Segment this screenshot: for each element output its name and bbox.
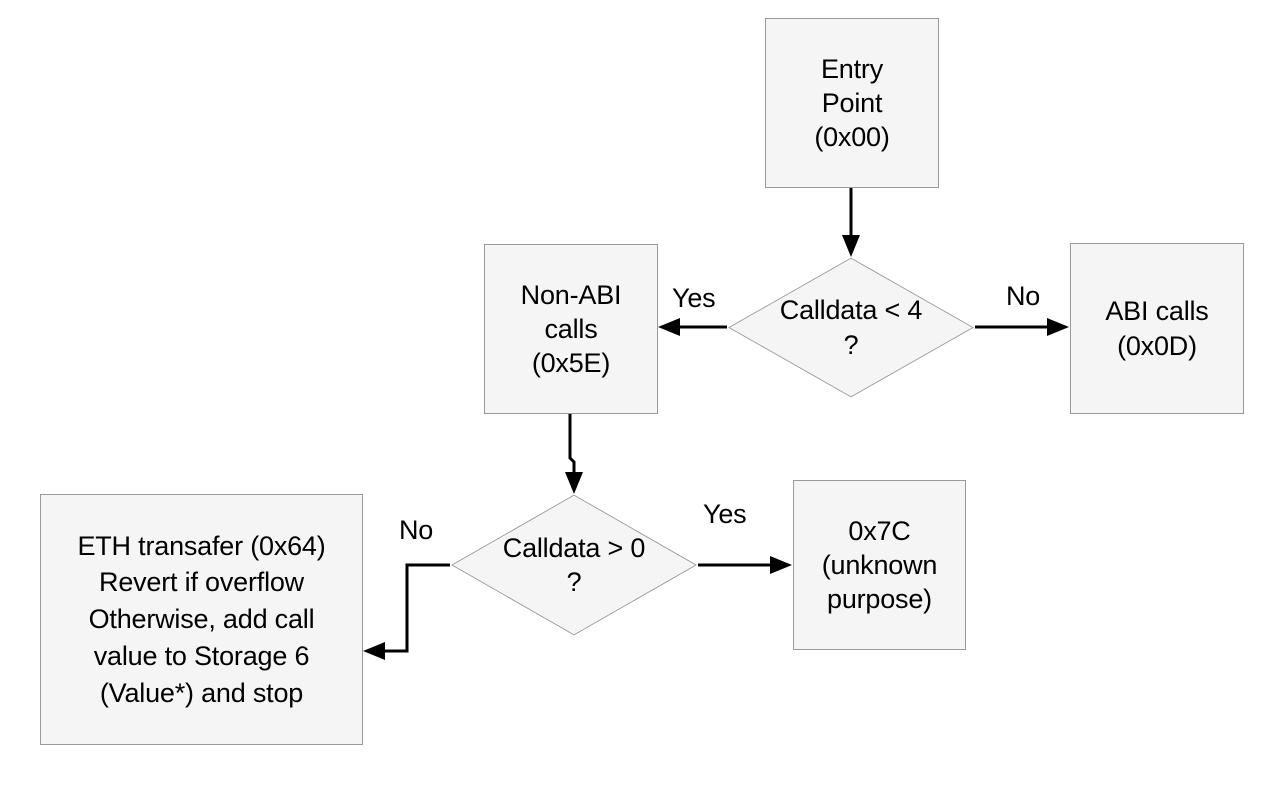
node-calldata-gt-0-label: Calldata > 0 ? (502, 532, 646, 597)
arrowhead-calldata_gt_0-yes-unknown_7c (770, 556, 792, 574)
edge-non_abi-to-calldata_gt_0 (568, 414, 576, 486)
node-entry-point-label: Entry Point (0x00) (814, 53, 890, 152)
node-eth-transfer[interactable]: ETH transafer (0x64) Revert if overflow … (40, 494, 363, 745)
node-non-abi-calls[interactable]: Non-ABI calls (0x5E) (484, 244, 658, 414)
node-abi-calls-label: ABI calls (0x0D) (1105, 296, 1209, 361)
arrowhead-non_abi-to-calldata_gt_0 (565, 472, 583, 494)
node-calldata-gt-0[interactable]: Calldata > 0 ? (450, 494, 698, 636)
edge-label-yes-unknown: Yes (703, 499, 747, 529)
node-unknown-0x7c-label: 0x7C (unknown purpose) (821, 515, 938, 614)
node-unknown-0x7c[interactable]: 0x7C (unknown purpose) (793, 480, 966, 650)
diamond-shape (727, 257, 975, 398)
node-eth-transfer-label: ETH transafer (0x64) Revert if overflow … (77, 530, 326, 708)
node-calldata-lt-4-label: Calldata < 4 ? (779, 295, 923, 360)
diamond-shape (450, 494, 698, 636)
arrowhead-calldata_gt_0-no-eth_transfer (363, 642, 385, 660)
node-abi-calls[interactable]: ABI calls (0x0D) (1070, 243, 1244, 414)
arrowhead-calldata_lt_4-no-abi (1047, 318, 1069, 336)
node-calldata-lt-4[interactable]: Calldata < 4 ? (727, 257, 975, 398)
edge-label-no-eth-transfer: No (399, 515, 434, 545)
arrowhead-calldata_lt_4-yes-non_abi (658, 318, 680, 336)
node-non-abi-calls-label: Non-ABI calls (0x5E) (520, 279, 622, 378)
edge-calldata_gt_0-no-eth_transfer (373, 563, 450, 653)
node-entry-point[interactable]: Entry Point (0x00) (765, 18, 939, 188)
arrowhead-entry-to-calldata_lt_4 (842, 235, 860, 257)
edge-label-no-abi: No (1006, 281, 1041, 311)
edge-label-yes-non-abi: Yes (672, 283, 716, 313)
